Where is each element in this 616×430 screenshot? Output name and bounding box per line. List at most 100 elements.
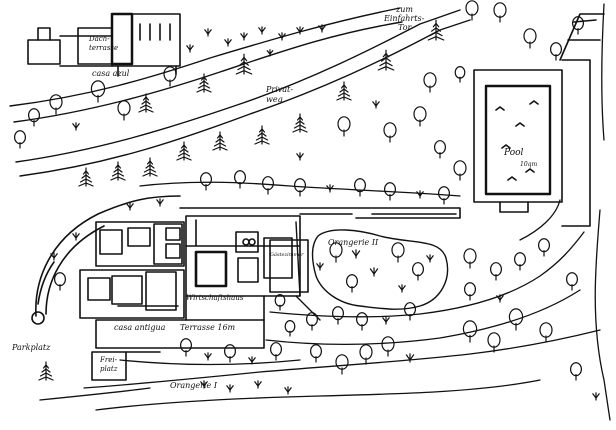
label-pool: Pool	[503, 148, 524, 158]
shrub	[369, 267, 379, 277]
svg-text:Frei- platz: Frei- platz	[99, 356, 119, 373]
shrub	[258, 26, 266, 35]
label-dachterrasse-2: terrasse	[89, 44, 118, 52]
deciduous-tree	[117, 100, 131, 121]
shrub	[405, 353, 415, 363]
deciduous-tree	[490, 262, 503, 281]
deciduous-tree	[262, 176, 275, 195]
conifer-tree	[254, 125, 270, 145]
shrub	[50, 252, 58, 261]
deciduous-tree	[434, 140, 447, 159]
deciduous-tree	[337, 116, 351, 137]
deciduous-tree	[493, 2, 507, 23]
shrub	[372, 100, 380, 109]
shrub	[200, 380, 208, 389]
conifer-tree	[196, 73, 212, 93]
deciduous-tree	[391, 242, 405, 263]
conifer-tree	[142, 157, 158, 177]
deciduous-tree	[329, 242, 343, 263]
svg-text:Dach- terrasse: Dach- terrasse	[88, 35, 118, 52]
shrub	[248, 356, 256, 365]
deciduous-tree	[508, 308, 524, 331]
label-casa-azul: casa azul	[92, 69, 130, 78]
deciduous-tree	[454, 66, 466, 83]
shrub	[204, 28, 212, 37]
deciduous-tree	[54, 272, 67, 291]
shrub	[316, 262, 324, 271]
label-parkplatz: Parkplatz	[11, 343, 51, 352]
trees-group	[14, 0, 600, 401]
deciduous-tree	[384, 182, 397, 201]
deciduous-tree	[538, 238, 551, 257]
deciduous-tree	[487, 332, 501, 353]
shrub	[296, 152, 304, 161]
deciduous-tree	[335, 354, 349, 375]
deciduous-tree	[539, 322, 553, 343]
shrub	[156, 198, 164, 207]
conifer-tree	[377, 49, 395, 71]
shrub	[382, 316, 390, 325]
deciduous-tree	[163, 66, 177, 87]
label-casa-antigua: casa antigua	[114, 323, 166, 332]
terrace-contours	[39, 181, 601, 411]
shrub	[266, 49, 274, 57]
deciduous-tree	[356, 312, 369, 331]
deciduous-tree	[284, 320, 296, 337]
conifer-tree	[176, 141, 192, 161]
shrub	[496, 294, 504, 303]
label-wirtschaftshaus: Wirtschaftshaus	[186, 294, 244, 302]
deciduous-tree	[412, 262, 425, 281]
label-orangerie-i: Orangerie I	[170, 381, 218, 390]
deciduous-tree	[453, 160, 467, 181]
shrub	[351, 249, 361, 259]
conifer-tree	[138, 93, 154, 113]
label-privatweg-1: Privat-	[265, 85, 293, 94]
deciduous-tree	[90, 80, 106, 103]
shrub	[326, 184, 334, 193]
deciduous-tree	[28, 108, 41, 127]
conifer-tree	[235, 53, 253, 75]
deciduous-tree	[274, 294, 286, 311]
label-zum-2: Einfahrts-	[383, 14, 425, 23]
deciduous-tree	[359, 344, 373, 365]
label-zum-1: zum	[395, 5, 413, 14]
deciduous-tree	[180, 338, 193, 357]
deciduous-tree	[572, 16, 585, 35]
deciduous-tree	[514, 252, 527, 271]
deciduous-tree	[550, 42, 563, 61]
shrub	[72, 232, 80, 241]
conifer-tree	[78, 167, 94, 187]
conifer-tree	[212, 131, 228, 151]
deciduous-tree	[270, 342, 283, 361]
label-zum-3: Tor	[398, 23, 413, 32]
conifer-tree	[292, 113, 308, 133]
shrub	[72, 122, 80, 131]
label-gaestezimmer: Gästezimmer	[270, 252, 304, 258]
privatweg-road	[9, 7, 471, 177]
deciduous-tree	[224, 344, 237, 363]
deciduous-tree	[200, 172, 213, 191]
shrub	[278, 32, 286, 41]
shrub	[240, 32, 248, 41]
boundary-lines	[594, 3, 611, 421]
conifer-tree	[38, 361, 54, 381]
deciduous-tree	[413, 106, 427, 127]
deciduous-tree	[346, 274, 359, 293]
deciduous-tree	[465, 0, 479, 21]
deciduous-tree	[566, 272, 579, 291]
deciduous-tree	[383, 122, 397, 143]
deciduous-tree	[49, 94, 63, 115]
deciduous-tree	[310, 344, 323, 363]
shrub	[254, 380, 262, 389]
shrub	[226, 384, 234, 393]
shrub	[126, 202, 134, 211]
shrub	[284, 386, 292, 395]
map-labels: Dach- terrasse casa azul zum Einfahrts- …	[11, 5, 537, 390]
shrub	[398, 284, 406, 293]
shrub	[592, 392, 600, 401]
deciduous-tree	[234, 170, 247, 189]
conifer-tree	[427, 19, 445, 41]
deciduous-tree	[332, 306, 345, 325]
label-terrasse: Terrasse 16m	[180, 323, 236, 332]
